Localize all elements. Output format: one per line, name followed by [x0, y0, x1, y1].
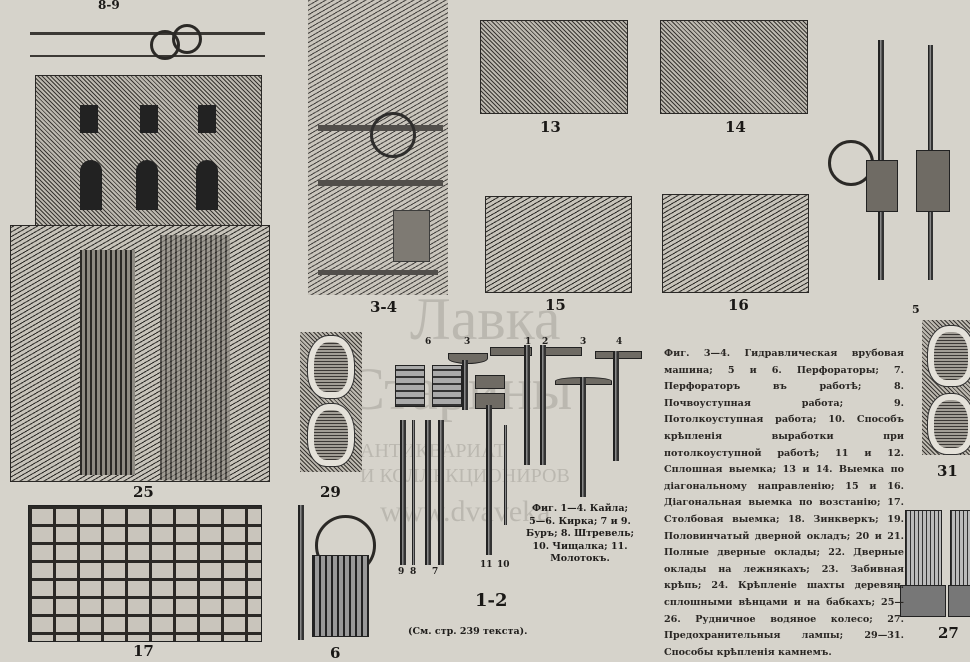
figure-14-diagonal-mining — [660, 20, 808, 114]
plate-caption: Фиг. 3—4. Гидравлическая врубовая машина… — [664, 348, 904, 658]
figure-6-perforator — [290, 505, 380, 640]
figure-29-stone-lining — [300, 332, 362, 472]
tool-number: 4 — [616, 337, 623, 347]
footnote: (См. стр. 239 текста). — [408, 626, 528, 637]
figure-label: 15 — [545, 296, 566, 314]
tools-caption-line: 5—6. Кирка; 7 и 9. — [529, 515, 631, 527]
figure-1-2-tools: 6 3 1 2 3 4 9 8 7 11 10 — [380, 335, 650, 580]
figure-label: 17 — [133, 642, 154, 660]
tool-number: 11 — [480, 560, 493, 570]
figure-label: 3-4 — [370, 298, 398, 316]
figure-25-water-wheel-building: 8-9 — [10, 0, 270, 482]
figure-label: 1-2 — [475, 590, 508, 611]
figure-label: 31 — [937, 462, 958, 480]
tool-number: 7 — [432, 567, 439, 577]
tool-number: 8 — [410, 567, 417, 577]
figure-15-diagonal-rise-mining — [485, 196, 632, 293]
figure-label: 16 — [728, 296, 749, 314]
tool-number: 3 — [464, 337, 471, 347]
tools-caption-line: 10. Чищалка; 11. — [532, 540, 628, 552]
figure-31-stone-lining — [922, 320, 970, 455]
figure-label: 6 — [330, 644, 341, 662]
watermark: АНТИКВАРИАТ — [360, 440, 506, 462]
tool-number: 2 — [542, 337, 549, 347]
figure-label: 8-9 — [98, 0, 120, 12]
figure-label: 14 — [725, 118, 746, 136]
tools-caption-line: Молотокъ. — [550, 553, 610, 564]
figure-label: 29 — [320, 483, 341, 501]
figure-27-safety-lamps — [900, 490, 970, 620]
figure-17-pillar-mining — [28, 505, 262, 642]
figure-5-perforator — [828, 40, 970, 290]
watermark: www.dvaveka — [380, 495, 551, 528]
tool-number: 6 — [425, 337, 432, 347]
tools-caption: Фиг. 1—4. Кайла; 5—6. Кирка; 7 и 9. Буръ… — [515, 503, 645, 566]
figure-3-4-hydraulic-cutting-machine — [308, 0, 448, 295]
tool-number: 1 — [525, 337, 532, 347]
tool-number: 9 — [398, 567, 405, 577]
figure-label: 25 — [133, 483, 154, 501]
figure-label: 27 — [938, 624, 959, 642]
figure-label: 5 — [912, 303, 920, 316]
figure-16-diagonal-rise-mining — [662, 194, 809, 293]
watermark: Лавка — [410, 286, 561, 352]
figure-label: 13 — [540, 118, 561, 136]
figure-13-diagonal-mining — [480, 20, 628, 114]
tool-number: 10 — [497, 560, 510, 570]
tool-number: 3 — [580, 337, 587, 347]
tools-caption-line: Буръ; 8. Штревель; — [525, 528, 635, 539]
tools-caption-line: Фиг. 1—4. Кайла; — [531, 503, 629, 514]
